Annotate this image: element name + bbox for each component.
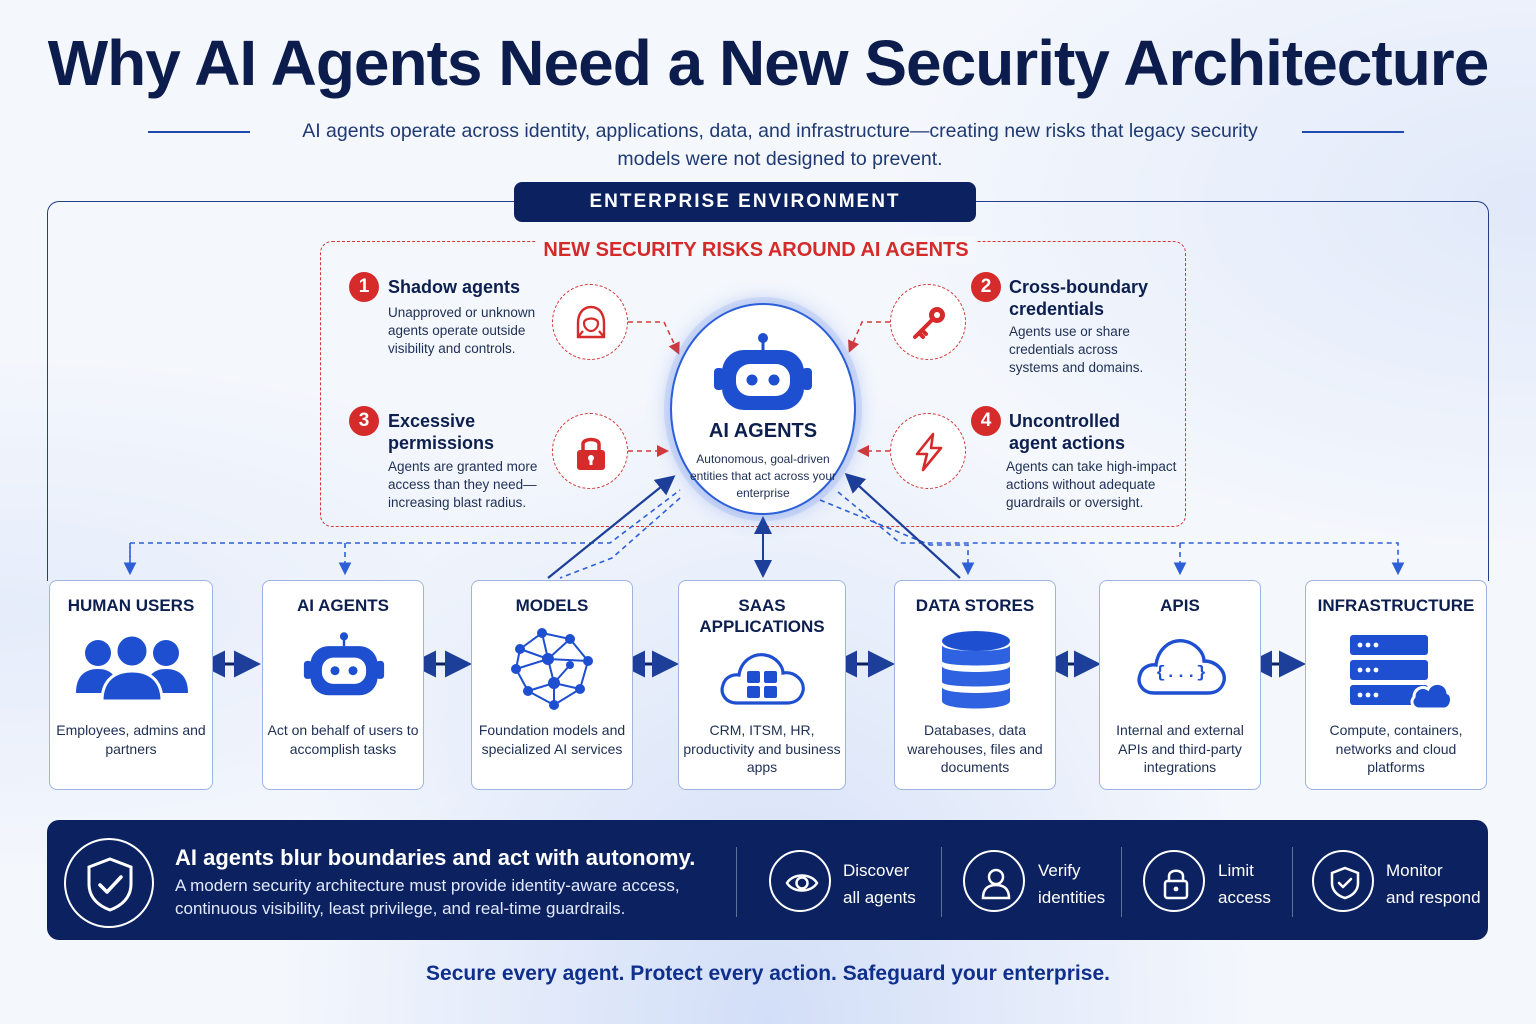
subtitle-rule-right [1302, 131, 1404, 133]
ai-agents-hub-title: AI AGENTS [708, 420, 818, 442]
action-limit-icon-circle [1143, 850, 1205, 912]
robot-icon [714, 333, 812, 410]
risk-4-description: Agents can take high-impact actions with… [1006, 459, 1177, 510]
action-verify-line1: Verify [1038, 861, 1081, 880]
component-saas-applications: SAAS APPLICATIONS CRM, ITSM, HR, product… [678, 580, 846, 790]
action-verify-icon-circle [963, 850, 1025, 912]
action-discover-line1: Discover [843, 861, 910, 880]
lightning-icon [915, 432, 943, 472]
risk-4-icon-circle [890, 413, 966, 489]
banner-divider [1292, 847, 1293, 917]
banner-divider [736, 847, 737, 917]
action-discover-icon-circle [769, 850, 831, 912]
banner-shield-circle [64, 838, 154, 928]
component-models-description: Foundation models and specialized AI ser… [478, 722, 626, 757]
api-braces-text: {...} [1155, 664, 1206, 683]
component-ai-agents-description: Act on behalf of users to accomplish tas… [267, 722, 419, 757]
security-risks-label: NEW SECURITY RISKS AROUND AI AGENTS [536, 236, 976, 264]
risk-1-description: Unapproved or unknown agents operate out… [388, 305, 536, 356]
banner-divider [1121, 847, 1122, 917]
component-ai-agents: AI AGENTS Act on behalf of users to acco… [262, 580, 424, 790]
user-icon [981, 868, 1011, 900]
component-human-users-title: HUMAN USERS [67, 596, 195, 615]
component-apis-description: Internal and external APIs and third-par… [1116, 722, 1244, 775]
risk-2-title: Cross-boundary credentials [1009, 277, 1149, 319]
cloud-apps-icon [720, 653, 805, 705]
component-data-stores-description: Databases, data warehouses, files and do… [907, 722, 1043, 775]
component-data-stores-title: DATA STORES [915, 596, 1035, 615]
component-apis-title: APIS [1160, 596, 1200, 615]
component-apis: APIS {...} Internal and external APIs an… [1099, 580, 1261, 790]
action-monitor-line1: Monitor [1386, 861, 1443, 880]
component-infrastructure-title: INFRASTRUCTURE [1317, 596, 1475, 615]
action-limit-line1: Limit [1218, 861, 1254, 880]
eye-icon [785, 874, 819, 892]
action-monitor-line2: and respond [1386, 888, 1481, 907]
component-saas-applications-title: SAAS APPLICATIONS [699, 596, 825, 636]
action-monitor-label: Monitor and respond [1386, 857, 1481, 911]
component-human-users: HUMAN USERS Employees, admins and partne… [49, 580, 213, 790]
page-title: Why AI Agents Need a New Security Archit… [47, 27, 1490, 99]
robot-icon [303, 632, 385, 696]
neural-network-icon [511, 628, 593, 710]
component-saas-applications-description: CRM, ITSM, HR, productivity and business… [683, 722, 841, 775]
users-icon [76, 633, 188, 703]
risk-3-description: Agents are granted more access than they… [388, 459, 538, 510]
component-models: MODELS Foundation models and specialized… [471, 580, 633, 790]
action-limit-label: Limit access [1218, 857, 1271, 911]
shield-check-icon [87, 857, 133, 912]
risk-1-title: Shadow agents [388, 277, 521, 297]
component-ai-agents-title: AI AGENTS [297, 596, 389, 615]
enterprise-environment-label: ENTERPRISE ENVIRONMENT [514, 182, 976, 222]
server-cloud-icon [1350, 635, 1452, 711]
risk-1-icon-circle [552, 284, 628, 360]
shield-check-icon [1330, 866, 1360, 900]
footer-tagline: Secure every agent. Protect every action… [426, 962, 1110, 985]
page-subtitle: AI agents operate across identity, appli… [302, 120, 1258, 170]
risk-2-badge: 2 [971, 272, 1001, 302]
banner-text: A modern security architecture must prov… [175, 876, 680, 918]
summary-banner [47, 820, 1488, 940]
lock-icon [1163, 869, 1189, 900]
action-monitor-icon-circle [1312, 850, 1374, 912]
padlock-icon [577, 437, 605, 470]
risk-1-badge: 1 [349, 272, 379, 302]
risk-2-icon-circle [890, 284, 966, 360]
action-limit-line2: access [1218, 888, 1271, 907]
action-discover-label: Discover all agents [843, 857, 916, 911]
risk-4-badge: 4 [971, 406, 1001, 436]
key-icon [913, 307, 945, 339]
cloud-api-icon: {...} [1137, 639, 1226, 695]
banner-divider [941, 847, 942, 917]
hooded-figure-icon [576, 305, 606, 339]
action-verify-label: Verify identities [1038, 857, 1105, 911]
action-verify-line2: identities [1038, 888, 1106, 907]
risk-4-title: Uncontrolled agent actions [1009, 411, 1126, 453]
component-infrastructure: INFRASTRUCTURE Compute, containers, netw… [1305, 580, 1487, 790]
ai-agents-hub-description: Autonomous, goal-driven entities that ac… [689, 452, 837, 500]
database-icon [942, 631, 1010, 709]
action-discover-line2: all agents [843, 888, 916, 907]
component-data-stores: DATA STORES Databases, data warehouses, … [894, 580, 1056, 790]
risk-3-icon-circle [552, 413, 628, 489]
risk-3-badge: 3 [349, 406, 379, 436]
risk-3-title: Excessive permissions [388, 411, 495, 453]
component-human-users-description: Employees, admins and partners [56, 722, 206, 757]
banner-headline: AI agents blur boundaries and act with a… [175, 845, 696, 870]
component-infrastructure-description: Compute, containers, networks and cloud … [1329, 722, 1463, 775]
component-models-title: MODELS [515, 596, 589, 615]
risk-2-description: Agents use or share credentials across s… [1009, 324, 1144, 375]
subtitle-rule-left [148, 131, 250, 133]
